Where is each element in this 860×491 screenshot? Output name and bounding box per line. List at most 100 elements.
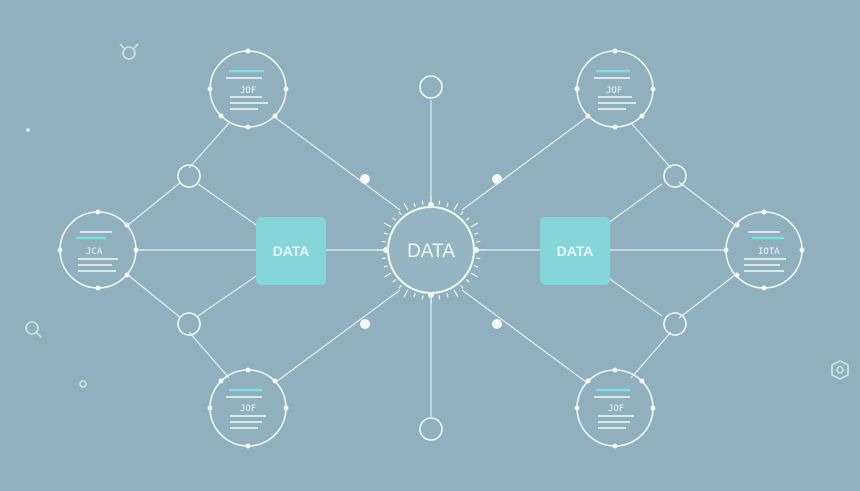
hub-tick	[413, 202, 416, 207]
document-label: IOTA	[758, 247, 780, 257]
hub-tick	[465, 279, 470, 283]
document-label: JOF	[240, 86, 256, 96]
hub-tick	[383, 232, 388, 235]
line-node-to-left-box-b	[197, 271, 263, 317]
connector-lines	[127, 100, 736, 417]
relay-node-bottom	[419, 417, 443, 441]
hub-dot-tr	[492, 174, 502, 184]
line-tr-doc-to-hub	[461, 117, 587, 211]
relay-node-left-upper	[177, 164, 201, 188]
line-node-to-left-box	[197, 183, 263, 230]
hub-dots	[360, 174, 502, 329]
document-node-bottom-left: JOF	[207, 367, 289, 449]
relay-nodes	[177, 75, 687, 441]
hub-tick	[413, 293, 416, 298]
hub-tick	[398, 211, 402, 216]
hub-tick	[446, 202, 449, 207]
deco-ring-top-left-icon	[119, 43, 139, 60]
hub-dot-br	[492, 319, 502, 329]
document-label: JCA	[86, 247, 103, 257]
hub-port-bottom	[428, 292, 434, 298]
hub-tick	[460, 211, 464, 216]
central-hub: DATA	[377, 196, 485, 304]
deco-small-circle-icon	[79, 380, 87, 388]
document-node-top-left: JOF	[207, 48, 289, 130]
hub-tick	[474, 232, 479, 235]
relay-node-left-lower	[177, 312, 201, 336]
right-data-box-bg	[540, 217, 610, 285]
document-node-bottom-right: JOF	[574, 367, 656, 449]
right-data-box: DATA	[540, 217, 610, 285]
hub-tick	[398, 284, 402, 289]
hub-tick	[392, 279, 397, 283]
hub-tick	[392, 217, 397, 221]
hub-tick-marks	[377, 196, 485, 304]
document-node-top-right: JOF	[574, 48, 656, 130]
hub-dot-bl	[360, 319, 370, 329]
hub-tick	[438, 295, 441, 300]
document-icon: JCA	[76, 231, 118, 272]
deco-dot-icon	[26, 128, 30, 132]
line-tr-doc-to-node	[630, 122, 672, 169]
line-node-to-bl-doc	[188, 331, 230, 379]
document-icon: IOTA	[744, 231, 786, 272]
document-icon: JOF	[594, 69, 636, 110]
hub-tick	[476, 240, 481, 243]
background-decorations	[25, 43, 849, 388]
left-data-box-bg	[256, 217, 326, 285]
document-icon: JOF	[594, 388, 634, 429]
line-node-to-right-box	[599, 183, 663, 230]
line-node-to-right-box-b	[599, 271, 663, 317]
hub-tick	[421, 200, 424, 205]
relay-node-top	[419, 75, 443, 99]
document-label: JOF	[608, 404, 624, 414]
right-data-box-label: DATA	[557, 243, 594, 259]
line-tl-doc-to-node	[188, 122, 230, 169]
hub-tick	[446, 293, 449, 298]
relay-node-right-upper	[663, 164, 687, 188]
line-mr-doc-to-node	[678, 274, 736, 319]
line-ml-doc-to-node	[127, 274, 182, 319]
relay-node-right-lower	[663, 312, 687, 336]
hub-tick	[383, 222, 392, 228]
hub-port-left	[383, 247, 389, 253]
deco-ring-left-icon	[25, 321, 42, 338]
hub-tick	[453, 202, 459, 211]
hub-tick	[381, 257, 386, 260]
line-node-to-mr-doc	[678, 181, 736, 226]
hub-tick	[403, 289, 409, 298]
hub-port-right	[473, 247, 479, 253]
hub-tick	[465, 217, 470, 221]
document-label: JOF	[606, 86, 622, 96]
hub-tick	[460, 284, 464, 289]
line-bl-doc-to-hub	[275, 289, 401, 383]
hub-tick	[438, 200, 441, 205]
hub-tick	[421, 295, 424, 300]
hub-tick	[381, 240, 386, 243]
document-label: JOF	[240, 404, 256, 414]
hub-tick	[383, 272, 392, 278]
line-node-to-br-doc	[630, 331, 672, 379]
hub-tick	[383, 265, 388, 268]
hub-tick	[453, 289, 459, 298]
document-icon: JOF	[226, 388, 266, 429]
hub-tick	[470, 222, 479, 228]
left-data-box: DATA	[256, 217, 326, 285]
document-node-mid-left: JCA	[57, 209, 139, 291]
line-tl-doc-to-hub	[275, 117, 401, 211]
hub-tick	[470, 272, 479, 278]
deco-hexagon-icon	[831, 360, 849, 380]
line-br-doc-to-hub	[461, 289, 587, 383]
line-node-to-ml-doc	[127, 181, 182, 226]
document-icon: JOF	[226, 69, 268, 110]
left-data-box-label: DATA	[273, 243, 310, 259]
hub-port-top	[428, 202, 434, 208]
document-node-mid-right: IOTA	[723, 209, 805, 291]
hub-label: DATA	[407, 241, 455, 262]
hub-dot-tl	[360, 174, 370, 184]
hub-tick	[474, 265, 479, 268]
hub-tick	[476, 257, 481, 260]
hub-tick	[403, 202, 409, 211]
